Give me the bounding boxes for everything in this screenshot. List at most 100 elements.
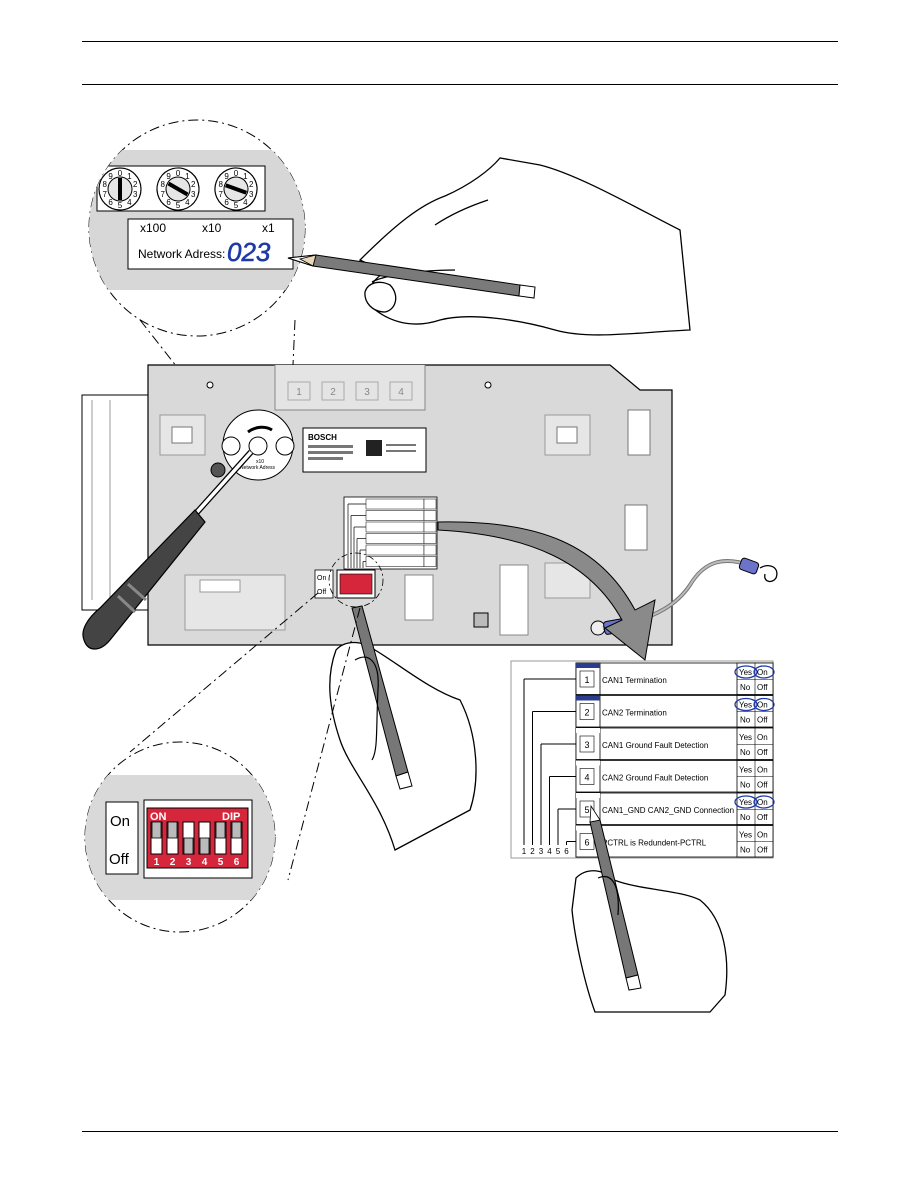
yes-mark — [734, 795, 758, 809]
dial-digit: 7 — [219, 190, 224, 199]
on-mark — [753, 697, 775, 712]
label-x1: x1 — [262, 221, 275, 235]
row-label: CAN2 Ground Fault Detection — [602, 774, 708, 783]
row-off: Off — [757, 781, 768, 790]
dial-digit: 9 — [166, 172, 171, 181]
dip-lever — [231, 821, 242, 839]
dial-digit: 8 — [103, 180, 108, 189]
row-off: Off — [757, 683, 768, 692]
slot-number: 1 — [296, 387, 302, 398]
row-label: CAN1 Ground Fault Detection — [602, 741, 708, 750]
on-mark — [753, 665, 775, 679]
dial-digit: 9 — [224, 172, 229, 181]
bracket-number: 6 — [564, 847, 569, 856]
row-off: Off — [757, 846, 768, 855]
device-small-x10: x10 — [256, 459, 264, 465]
bracket-number: 5 — [556, 847, 561, 856]
handwritten-address: 023 — [227, 237, 271, 267]
dial-digit: 0 — [234, 169, 239, 178]
dial-digit: 6 — [166, 198, 171, 207]
dial-digit: 2 — [191, 180, 196, 189]
dip-lever — [199, 837, 210, 855]
yes-mark — [734, 665, 758, 679]
row-number: 6 — [584, 838, 589, 848]
row-yes: Yes — [739, 733, 752, 742]
dip-lever — [183, 837, 194, 855]
dip-on-text: ON — [150, 811, 167, 823]
row-number: 3 — [584, 740, 589, 750]
bracket-number: 4 — [547, 847, 552, 856]
device-small-address: Network Adress — [240, 465, 276, 471]
dial-digit: 5 — [176, 201, 181, 210]
dial-digit: 1 — [127, 172, 132, 181]
row-label: CAN1_GND CAN2_GND Connection — [602, 806, 734, 815]
device-housing: 1 2 3 4 x10 Network Adress BOSCH — [81, 364, 673, 646]
dial-digit: 8 — [219, 180, 224, 189]
row-off: Off — [757, 716, 768, 725]
yes-mark — [734, 697, 758, 712]
pointer-arrow — [437, 521, 656, 661]
bracket-number: 2 — [530, 847, 535, 856]
dial-digit: 2 — [249, 180, 254, 189]
header-rule-top — [82, 41, 838, 42]
dial-digit: 5 — [234, 201, 239, 210]
dial-digit: 4 — [185, 198, 190, 207]
dip-off-label: Off — [109, 851, 130, 868]
label-x100: x100 — [140, 221, 166, 235]
dial-digit: 1 — [185, 172, 190, 181]
dial-digit: 3 — [133, 190, 138, 199]
dial-digit: 4 — [127, 198, 132, 207]
row-on: On — [757, 733, 768, 742]
row-yes: Yes — [739, 798, 752, 807]
pencil-top — [287, 254, 536, 299]
row-yes: Yes — [739, 701, 752, 710]
row-yes: Yes — [739, 831, 752, 840]
row-on: On — [757, 668, 768, 677]
row-on: On — [757, 831, 768, 840]
dial-digit: 5 — [118, 201, 123, 210]
device-switch-on: On — [317, 575, 326, 582]
row-yes: Yes — [739, 766, 752, 775]
row-no: No — [740, 846, 751, 855]
row-no: No — [740, 813, 751, 822]
dip-lever — [167, 821, 178, 839]
row-label: PCTRL is Redundent-PCTRL — [602, 839, 707, 848]
dial-digit: 0 — [176, 169, 181, 178]
dip-number: 3 — [186, 857, 192, 868]
dial-digit: 2 — [133, 180, 138, 189]
slot-number: 2 — [330, 387, 336, 398]
network-address-caption: Network Adress: — [138, 247, 225, 261]
row-no: No — [740, 683, 751, 692]
device-switch-off: Off — [317, 589, 326, 596]
dial-digit: 7 — [103, 190, 108, 199]
row-on: On — [757, 798, 768, 807]
dip-on-label: On — [110, 813, 130, 830]
slot-number: 3 — [364, 387, 370, 398]
row-yes: Yes — [739, 668, 752, 677]
dip-lever — [215, 821, 226, 839]
dial-digit: 3 — [191, 190, 196, 199]
dial-digit: 6 — [108, 198, 113, 207]
row-label: CAN2 Termination — [602, 709, 667, 718]
row-label: CAN1 Termination — [602, 676, 667, 685]
label-x10: x10 — [202, 221, 222, 235]
bracket-number: 3 — [539, 847, 544, 856]
row-no: No — [740, 716, 751, 725]
slot-number: 4 — [398, 387, 404, 398]
dial-digit: 7 — [161, 190, 166, 199]
row-on: On — [757, 701, 768, 710]
device-brand: BOSCH — [308, 433, 337, 442]
hand-pencil-table — [571, 804, 728, 1013]
dip-number: 4 — [202, 857, 208, 868]
header-rule-bottom — [82, 84, 838, 85]
dial-digit: 8 — [161, 180, 166, 189]
